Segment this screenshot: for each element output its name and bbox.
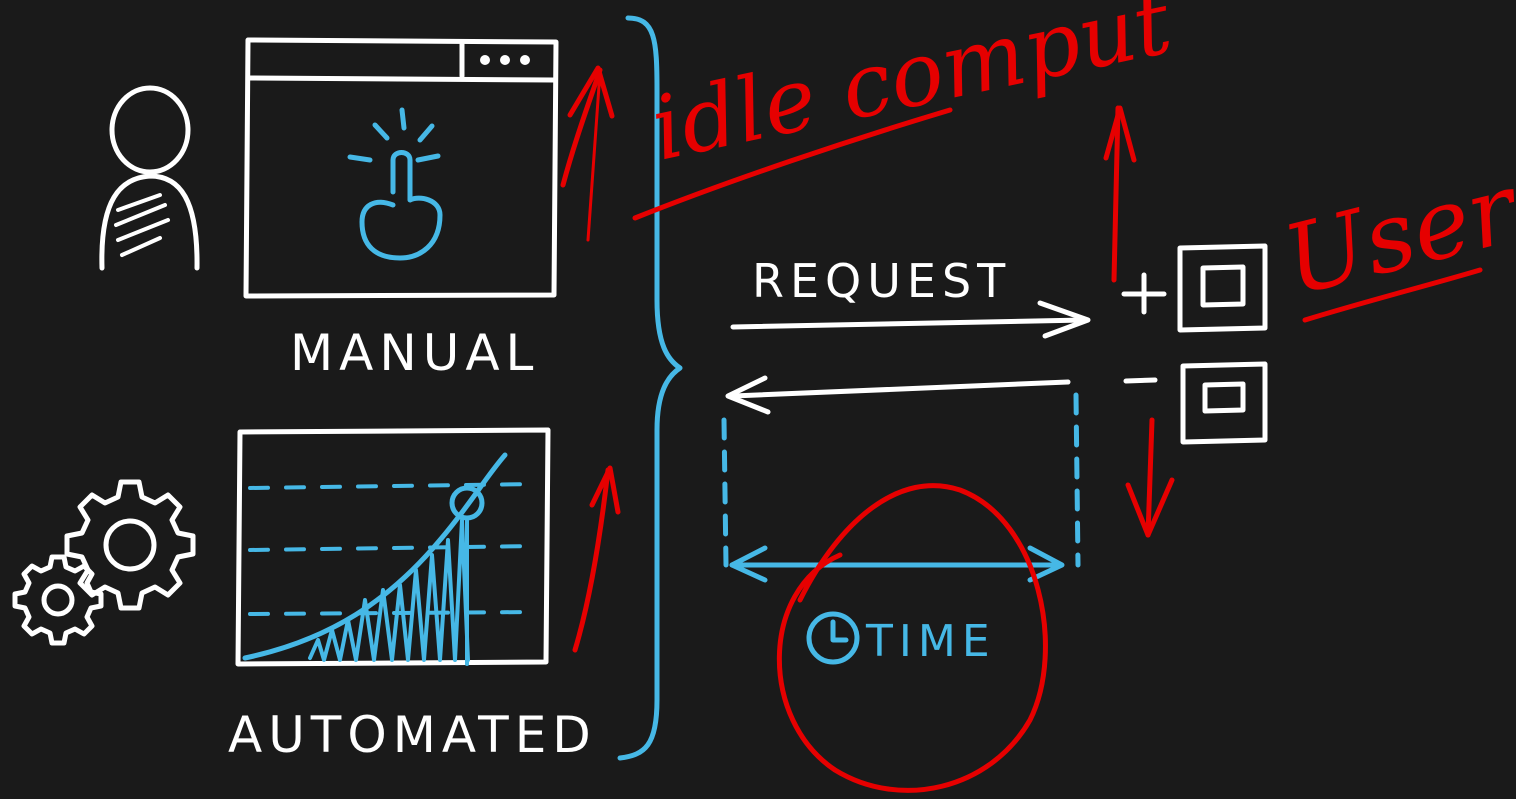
gears-icon bbox=[12, 479, 196, 646]
automated-chart-window bbox=[235, 427, 551, 667]
brace bbox=[617, 15, 683, 761]
annotation-arrow-automated bbox=[572, 465, 621, 653]
annotation-underline-idle bbox=[632, 107, 953, 221]
request-arrow bbox=[730, 300, 1091, 339]
server-box-bottom bbox=[1180, 361, 1268, 445]
minus-icon bbox=[1123, 377, 1158, 384]
annotation-scale-down-arrow bbox=[1125, 417, 1175, 538]
time-label: TIME bbox=[865, 616, 996, 667]
annotation-arrow-manual bbox=[560, 65, 615, 242]
manual-label: MANUAL bbox=[290, 324, 539, 382]
annotation-time-circle bbox=[776, 483, 1048, 793]
manual-browser-window bbox=[243, 37, 559, 299]
time-bracket bbox=[721, 392, 1081, 583]
plus-icon bbox=[1121, 272, 1167, 315]
tap-icon bbox=[347, 107, 443, 261]
chart-gridlines bbox=[248, 482, 537, 616]
annotation-underline-users bbox=[1302, 267, 1483, 323]
request-label: REQUEST bbox=[752, 254, 1011, 308]
server-box-top bbox=[1177, 243, 1268, 333]
person-icon bbox=[99, 85, 200, 271]
response-arrow bbox=[725, 375, 1071, 415]
chart-curve bbox=[242, 452, 508, 666]
annotation-users: Users bbox=[1273, 140, 1516, 317]
annotation-idle-comput: idle comput bbox=[643, 0, 1180, 181]
annotation-scale-up-arrow bbox=[1103, 105, 1137, 283]
clock-icon bbox=[806, 611, 860, 665]
automated-label: AUTOMATED bbox=[228, 706, 597, 764]
